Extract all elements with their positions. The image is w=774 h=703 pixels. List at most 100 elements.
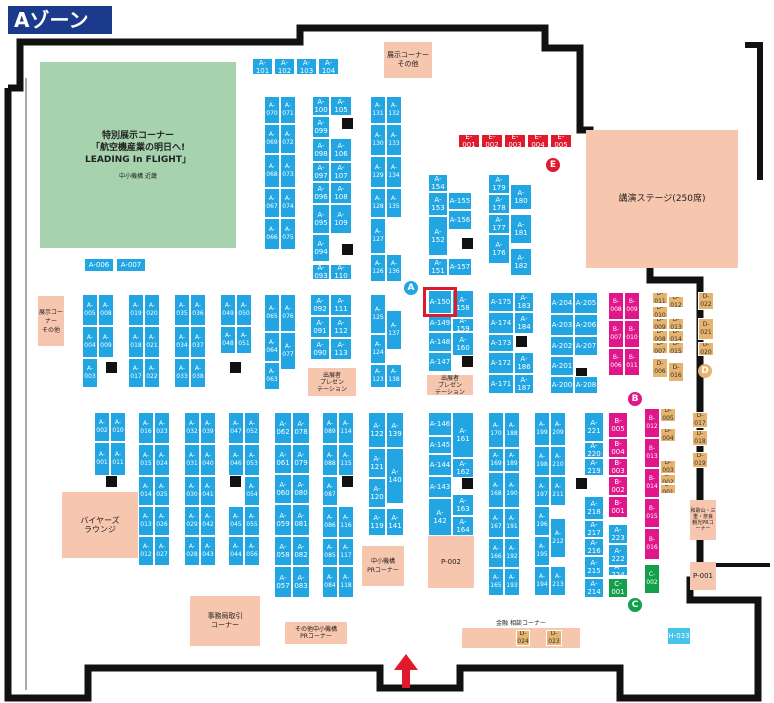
booth-a-103[interactable]: A-103 — [296, 58, 317, 75]
booth-a-140[interactable]: A- 140 — [386, 448, 404, 504]
booth-d-009[interactable]: D-009 — [652, 318, 668, 330]
booth-a-071[interactable]: A- 071 — [280, 96, 296, 124]
booth-a-186[interactable]: A-186 — [514, 352, 534, 374]
booth-a-153[interactable]: A-153 — [428, 192, 448, 216]
booth-a-124[interactable]: A- 124 — [370, 334, 386, 364]
booth-a-205[interactable]: A-205 — [574, 292, 598, 314]
booth-a-174[interactable]: A-174 — [488, 312, 514, 334]
booth-a-041[interactable]: A- 041 — [200, 476, 216, 506]
booth-a-062[interactable]: A- 062 — [274, 412, 292, 444]
booth-a-207[interactable]: A-207 — [574, 336, 598, 356]
booth-a-164[interactable]: A-164 — [452, 516, 474, 536]
booth-a-097[interactable]: A-097 — [312, 162, 330, 182]
booth-a-170[interactable]: A- 170 — [488, 412, 504, 448]
booth-a-004[interactable]: A- 004 — [82, 326, 98, 358]
booth-a-126[interactable]: A- 126 — [370, 254, 386, 282]
booth-a-178[interactable]: A-178 — [488, 194, 510, 214]
booth-a-066[interactable]: A- 066 — [264, 218, 280, 250]
booth-a-214[interactable]: A-214 — [584, 578, 604, 598]
booth-a-079[interactable]: A- 079 — [292, 444, 310, 474]
booth-a-076[interactable]: A- 076 — [280, 294, 296, 332]
booth-a-106[interactable]: A-106 — [330, 138, 352, 162]
booth-a-047[interactable]: A- 047 — [228, 412, 244, 444]
booth-a-184[interactable]: A-184 — [514, 312, 534, 334]
booth-a-114[interactable]: A- 114 — [338, 412, 354, 444]
booth-b-002[interactable]: B-002 — [608, 476, 628, 496]
booth-d-012[interactable]: D-012 — [668, 296, 684, 308]
booth-a-155[interactable]: A-155 — [448, 192, 472, 210]
booth-a-088[interactable]: A- 088 — [322, 444, 338, 476]
booth-a-141[interactable]: A- 141 — [386, 508, 404, 536]
booth-a-027[interactable]: A- 027 — [154, 536, 170, 566]
booth-a-056[interactable]: A- 056 — [244, 536, 260, 566]
booth-a-086[interactable]: A- 086 — [322, 506, 338, 538]
booth-b-015[interactable]: B- 015 — [644, 498, 660, 528]
booth-a-003[interactable]: A- 003 — [82, 358, 98, 388]
booth-a-034[interactable]: A- 034 — [174, 326, 190, 358]
booth-a-210[interactable]: A- 210 — [550, 446, 566, 476]
booth-a-102[interactable]: A-102 — [274, 58, 295, 75]
booth-a-117[interactable]: A- 117 — [338, 538, 354, 566]
booth-a-219[interactable]: A-219 — [584, 458, 604, 476]
booth-a-107[interactable]: A-107 — [330, 162, 352, 182]
booth-a-094[interactable]: A- 094 — [312, 234, 330, 262]
booth-a-092[interactable]: A-092 — [310, 294, 330, 316]
booth-a-177[interactable]: A-177 — [488, 214, 510, 234]
booth-a-093[interactable]: A-093 — [312, 264, 330, 280]
booth-a-104[interactable]: A-104 — [318, 58, 339, 75]
booth-d-006[interactable]: D- 006 — [652, 358, 668, 378]
booth-a-137[interactable]: A- 137 — [386, 310, 402, 350]
booth-a-167[interactable]: A- 167 — [488, 508, 504, 538]
booth-d-014[interactable]: D-014 — [668, 330, 684, 342]
booth-a-157[interactable]: A-157 — [448, 258, 472, 276]
booth-a-195[interactable]: A- 195 — [534, 536, 550, 566]
booth-a-165[interactable]: A- 165 — [488, 568, 504, 596]
booth-d-001[interactable]: D-001 — [660, 484, 676, 494]
booth-a-063[interactable]: A- 063 — [264, 362, 280, 390]
booth-a-138[interactable]: A- 138 — [386, 364, 402, 388]
booth-d-003[interactable]: D-003 — [660, 460, 676, 474]
booth-c-001[interactable]: C-001 — [608, 578, 628, 598]
booth-b-001[interactable]: B-001 — [608, 496, 628, 518]
booth-a-054[interactable]: A- 054 — [244, 476, 260, 506]
booth-a-052[interactable]: A- 052 — [244, 412, 260, 444]
booth-a-036[interactable]: A- 036 — [190, 294, 206, 326]
booth-a-120[interactable]: A- 120 — [368, 478, 386, 508]
booth-a-067[interactable]: A- 067 — [264, 188, 280, 218]
booth-a-131[interactable]: A- 131 — [370, 96, 386, 124]
booth-a-108[interactable]: A-108 — [330, 182, 352, 204]
booth-a-159[interactable]: A-159 — [452, 318, 474, 332]
booth-a-202[interactable]: A-202 — [550, 336, 574, 356]
booth-a-039[interactable]: A- 039 — [200, 412, 216, 444]
booth-b-012[interactable]: B- 012 — [644, 408, 660, 438]
booth-a-171[interactable]: A-171 — [488, 374, 514, 394]
booth-d-020[interactable]: D-020 — [698, 342, 714, 356]
booth-a-190[interactable]: A- 190 — [504, 472, 520, 508]
booth-a-023[interactable]: A- 023 — [154, 412, 170, 444]
booth-a-213[interactable]: A- 213 — [550, 566, 566, 596]
booth-a-197[interactable]: A- 197 — [534, 476, 550, 506]
booth-d-011[interactable]: D-011 — [652, 292, 668, 304]
booth-a-029[interactable]: A- 029 — [184, 506, 200, 536]
booth-a-187[interactable]: A-187 — [514, 374, 534, 394]
marker-d[interactable]: D — [698, 364, 712, 378]
booth-a-087[interactable]: A- 087 — [322, 476, 338, 506]
booth-a-211[interactable]: A- 211 — [550, 476, 566, 506]
booth-a-139[interactable]: A- 139 — [386, 412, 404, 448]
booth-a-123[interactable]: A- 123 — [370, 364, 386, 388]
booth-a-006[interactable]: A-006 — [84, 258, 114, 272]
booth-a-161[interactable]: A- 161 — [452, 412, 474, 458]
booth-a-078[interactable]: A- 078 — [292, 412, 310, 444]
booth-a-175[interactable]: A-175 — [488, 292, 514, 312]
booth-b-009[interactable]: B- 009 — [624, 292, 640, 320]
booth-d-018[interactable]: D-018 — [692, 430, 708, 446]
booth-a-119[interactable]: A- 119 — [368, 508, 386, 536]
booth-d-002[interactable]: D-002 — [660, 474, 676, 484]
booth-a-040[interactable]: A- 040 — [200, 444, 216, 476]
booth-b-004[interactable]: B-004 — [608, 438, 628, 458]
booth-a-011[interactable]: A- 011 — [110, 442, 126, 476]
booth-a-073[interactable]: A- 073 — [280, 154, 296, 188]
booth-a-038[interactable]: A- 038 — [190, 358, 206, 388]
booth-b-008[interactable]: B- 008 — [608, 292, 624, 320]
booth-d-022[interactable]: D-022 — [698, 292, 714, 310]
